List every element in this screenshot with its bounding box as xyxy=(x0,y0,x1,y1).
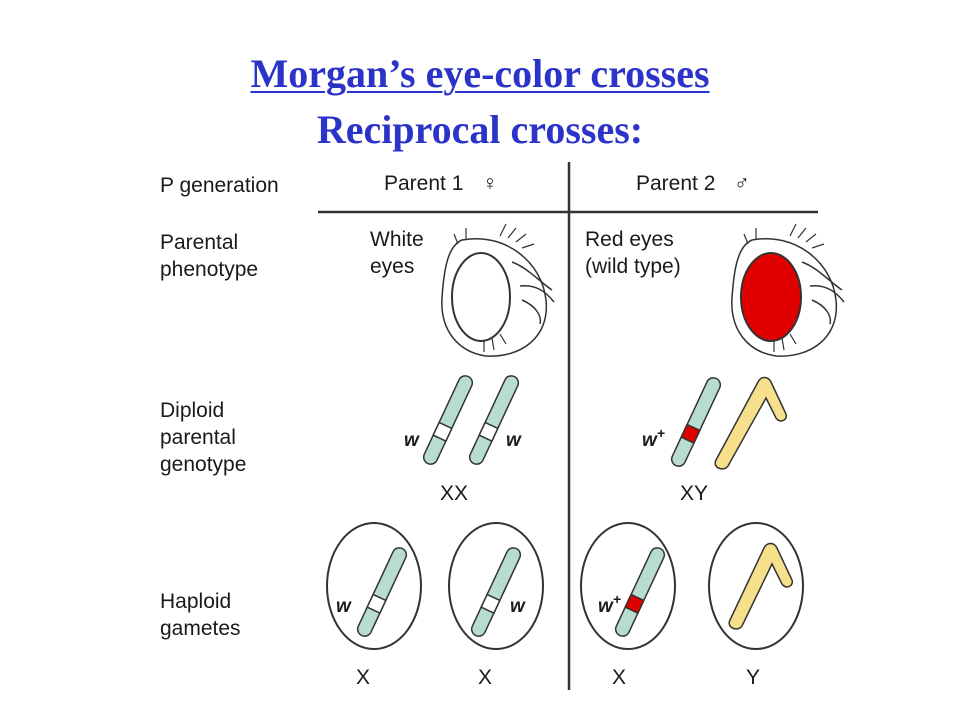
gamete-3: w+ xyxy=(580,522,676,650)
parent1-phenotype-1: White xyxy=(370,228,424,251)
page-title: Morgan’s eye-color crosses xyxy=(250,51,710,96)
gamete-2: w xyxy=(448,522,544,650)
row-label-genotype-1: Diploid xyxy=(160,399,224,422)
parent1-phenotype-2: eyes xyxy=(370,255,414,278)
allele-w-1: w xyxy=(404,430,420,451)
row-label-genotype-2: parental xyxy=(160,426,236,449)
male-symbol: ♂ xyxy=(734,172,750,195)
row-label-phenotype-2: phenotype xyxy=(160,258,258,281)
gamete-label-x-2: X xyxy=(478,666,492,689)
parent2-phenotype-2: (wild type) xyxy=(585,255,681,278)
gamete-1: w xyxy=(326,522,422,650)
genotype-label-xx: XX xyxy=(440,482,468,505)
allele-w-plus: w+ xyxy=(642,425,665,451)
white-eye-fly-head xyxy=(441,223,555,357)
row-label-genotype-3: genotype xyxy=(160,453,246,476)
genotype-label-xy: XY xyxy=(680,482,708,505)
gamete-3-allele: w+ xyxy=(598,591,621,617)
page-subtitle: Reciprocal crosses: xyxy=(316,107,644,152)
parent2-header: Parent 2 xyxy=(636,172,715,195)
gamete-4 xyxy=(708,522,804,650)
gamete-label-x-3: X xyxy=(612,666,626,689)
y-chromosome xyxy=(714,376,788,470)
row-label-p-generation: P generation xyxy=(160,174,279,197)
x-chromosome-1 xyxy=(422,375,474,465)
x-chromosome-2 xyxy=(468,375,520,465)
gamete-2-allele: w xyxy=(510,596,526,617)
parent2-phenotype-1: Red eyes xyxy=(585,228,674,251)
row-label-phenotype-1: Parental xyxy=(160,231,238,254)
allele-w-2: w xyxy=(506,430,522,451)
gamete-label-x-1: X xyxy=(356,666,370,689)
parent1-header: Parent 1 xyxy=(384,172,463,195)
row-label-gametes-1: Haploid xyxy=(160,590,231,613)
row-label-gametes-2: gametes xyxy=(160,617,241,640)
red-eye-fly-head xyxy=(731,223,845,357)
female-symbol: ♀ xyxy=(482,172,498,195)
gamete-1-allele: w xyxy=(336,596,352,617)
gamete-label-y: Y xyxy=(746,666,760,689)
x-chromosome-wild xyxy=(670,377,722,467)
